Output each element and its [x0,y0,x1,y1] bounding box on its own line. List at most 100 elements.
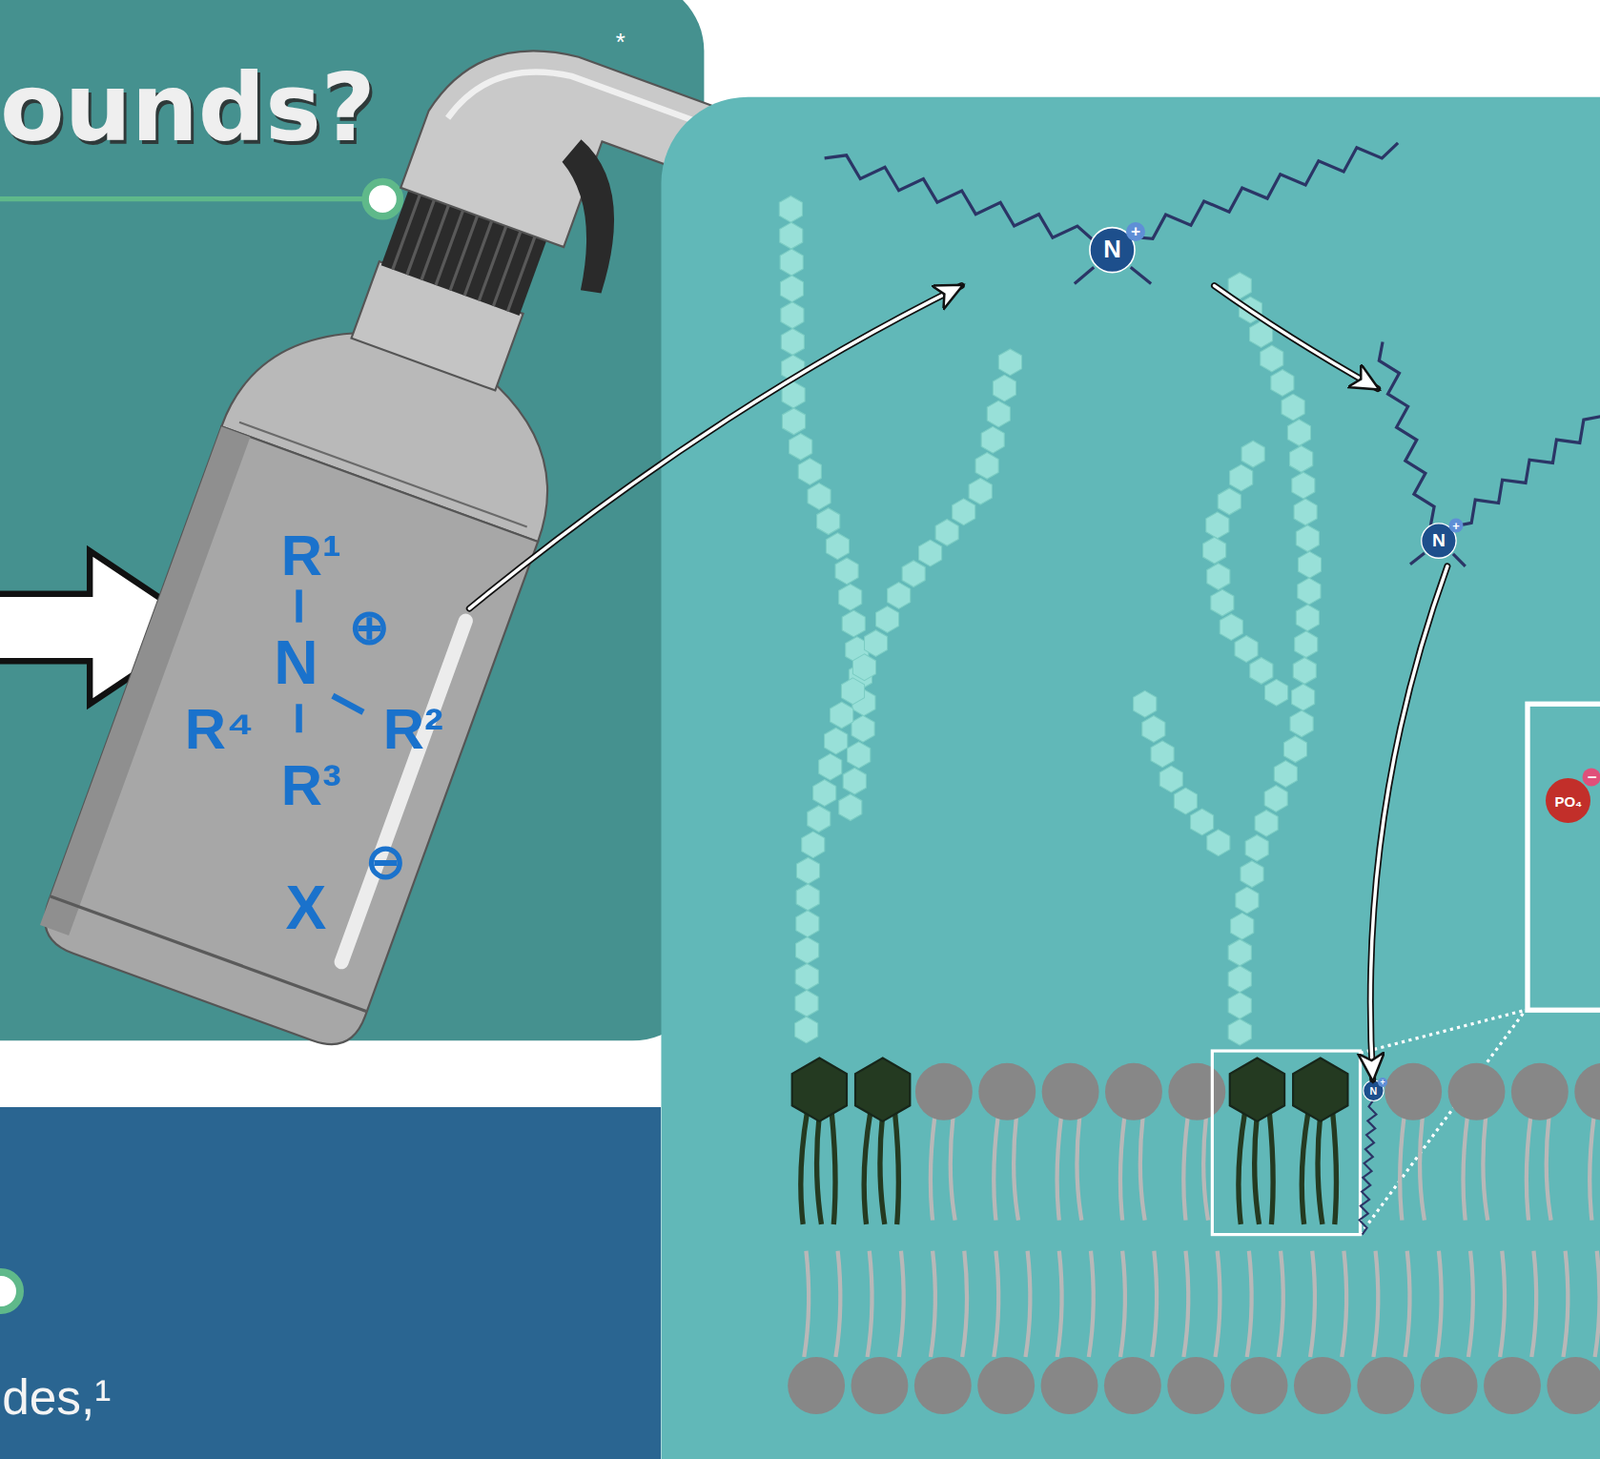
anionic-lipid-head [792,1058,847,1122]
zoom-line [1360,1009,1526,1234]
lipid-head [1041,1356,1099,1415]
zoom-box [1211,1050,1360,1235]
anionic-lipid-tail [1269,1111,1273,1225]
arrow-line [1370,566,1448,1080]
sugar-unit [1294,631,1318,658]
sugar-unit [919,539,943,567]
anionic-lipid-tail [817,1113,822,1225]
flow-arrow [1214,286,1378,390]
sugar-unit [1260,345,1284,372]
anionic-lipid-tail [880,1113,885,1225]
anionic-lipid-tail [1254,1113,1260,1225]
lipid-head [1511,1063,1569,1121]
sugar-unit [1292,656,1316,684]
arrow-outline [1214,286,1378,390]
lipid-tail [835,1251,841,1357]
sugar-unit [779,275,803,303]
sugar-unit [796,883,820,911]
quat-molecules [824,143,1600,1235]
lipid-tail [1373,1251,1378,1357]
sugar-unit [1264,785,1288,813]
sugar-unit [798,458,821,486]
sugar-unit [789,433,813,461]
sugar-unit [1207,829,1231,857]
quat-molecule: N+ [1377,336,1600,567]
sugar-unit [1265,678,1289,706]
anionic-lipid-tail [1333,1111,1337,1225]
lipid-tail [1076,1117,1082,1221]
lipid-head [1448,1063,1506,1121]
lipid-head [1230,1356,1289,1415]
charge-symbol: + [1377,1077,1388,1088]
lipid-tail [899,1251,904,1357]
lipid-tail [1562,1251,1568,1357]
anionic-lipid-head [1230,1058,1285,1122]
lipid-tail [1589,1117,1594,1221]
sugar-unit [851,715,875,742]
charge-symbol: ⊕ [348,602,390,652]
lipid-tail [1499,1251,1505,1357]
anionic-lipid-head [855,1058,910,1122]
sugar-unit [998,348,1022,376]
bottle-shade [40,426,250,936]
lipid-tail [1140,1117,1146,1221]
sugar-unit [1228,939,1252,966]
anionic-lipid-tail [863,1111,871,1225]
substituent: R⁴ [184,700,255,759]
substituent: R³ [281,757,342,815]
sugar-unit [830,701,854,729]
lipid-tail [1025,1251,1031,1357]
sugar-unit [795,1016,819,1044]
lipid-tail [1595,1251,1600,1357]
bottle-body [34,426,538,1055]
lipid-head [1574,1063,1600,1121]
lipid-tail [1310,1251,1315,1357]
ammonium-n: N [273,632,318,694]
sugar-unit [1217,488,1241,515]
lipid-head [1167,1356,1225,1415]
lipid-tail [1013,1117,1019,1221]
trigger [523,136,649,298]
lipid-tail [950,1117,956,1221]
sugar-unit [813,779,837,807]
sugar-unit [1234,635,1258,663]
sugar-unit [902,560,925,588]
lipid-tail [1247,1251,1252,1357]
sugar-unit [839,794,862,821]
sugar-unit [1290,710,1313,738]
sugar-unit [807,805,831,833]
flow-arrow [469,286,962,609]
quat-molecule: N+ [1363,1079,1384,1103]
alkyl-chain [1378,341,1435,526]
methyl-stub [1410,553,1425,565]
methyl-stub [1453,553,1466,567]
peptidoglycan [779,195,1321,1046]
lipid-tail [1183,1251,1189,1357]
lipid-head [1042,1063,1100,1121]
charge-symbol: ⊖ [365,837,407,886]
sugar-unit [1206,512,1230,539]
sugar-unit [1203,536,1227,564]
lipid-head [914,1356,972,1415]
sugar-unit [1235,886,1259,914]
atom-label: N [1370,1085,1378,1096]
bond [295,589,302,622]
sugar-unit [817,508,841,535]
sugar-unit [887,582,911,610]
band-dot [0,1268,24,1314]
lipid-tail [1463,1117,1468,1221]
sugar-unit [1292,683,1315,711]
arrow-outline [469,286,962,609]
lipid-tail [1278,1251,1284,1357]
body-text: des,¹ [1,1373,111,1422]
lipid-tail [1436,1251,1442,1357]
sugar-unit [1287,419,1311,447]
lipid-tail [1120,1117,1125,1221]
lipid-head [1356,1356,1415,1415]
sugar-unit [779,222,803,249]
anionic-lipid-tail [1317,1113,1323,1225]
sugar-unit [1159,765,1183,793]
counter-ion: X [286,877,328,939]
sugar-unit [1292,471,1315,499]
